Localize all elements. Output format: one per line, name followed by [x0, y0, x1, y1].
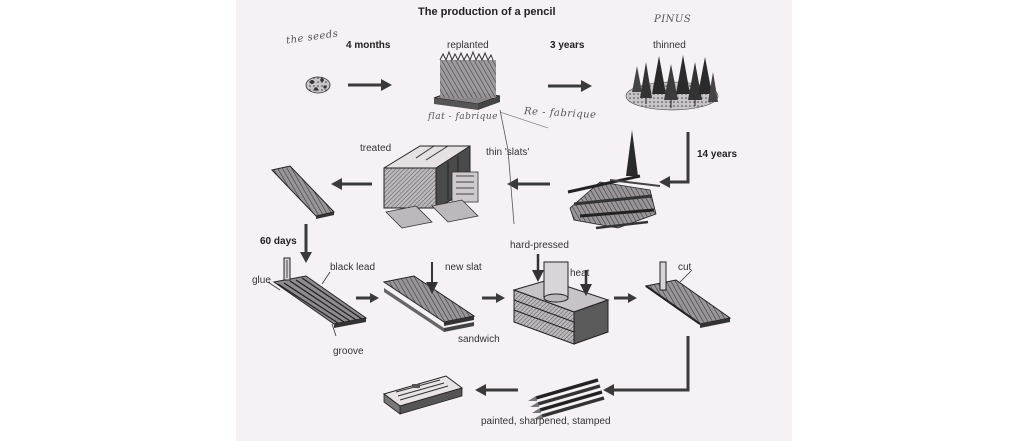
felled-logs-illustration	[567, 130, 661, 230]
sandwich-slats-illustration	[382, 262, 476, 332]
arrow-pencils-to-box	[475, 384, 518, 396]
annotation-line	[499, 109, 549, 225]
arrow-slat-drying	[300, 224, 312, 263]
slat-illustration	[271, 165, 335, 219]
stage-label-replanted: replanted	[447, 40, 489, 51]
stage-label-treated: treated	[360, 143, 392, 154]
arrow-cut-to-finished	[603, 336, 690, 396]
stage-label-hard-pressed: hard-pressed	[510, 240, 569, 251]
arrow-press-to-cut	[614, 293, 637, 303]
stage-label-heat: heat	[570, 268, 590, 279]
duration-label-4-months: 4 months	[346, 40, 391, 51]
duration-label-14-years: 14 years	[697, 149, 738, 160]
diagram-title: The production of a pencil	[418, 6, 556, 18]
treatment-tank-illustration	[383, 145, 479, 229]
seeds-illustration	[305, 76, 331, 94]
stage-label-thin-slats: thin 'slats'	[486, 147, 530, 158]
arrow-logs-to-treatment	[507, 178, 550, 190]
stage-label-final: painted, sharpened, stamped	[481, 416, 611, 427]
stage-label-sandwich: sandwich	[458, 334, 500, 345]
duration-label-3-years: 3 years	[550, 40, 585, 51]
handwritten-flat-fabrique-note: flat - fabrique	[428, 112, 498, 122]
stage-label-groove: groove	[333, 346, 364, 357]
handwritten-pinus-note: PINUS	[654, 14, 692, 25]
arrow-groove-to-sandwich	[356, 293, 379, 303]
arrow-thinned-to-felled	[659, 132, 690, 188]
thinned-forest-illustration	[625, 55, 719, 111]
stage-label-cut: cut	[678, 262, 692, 273]
grooved-slat-illustration	[267, 257, 368, 337]
arrow-treated-to-slat	[331, 178, 372, 190]
arrow-seeds-to-replanted	[348, 79, 392, 91]
press-illustration	[512, 254, 610, 345]
pencil-box-illustration	[382, 375, 464, 415]
stage-label-thinned: thinned	[653, 40, 686, 51]
pencils-illustration	[528, 378, 605, 419]
duration-label-60-days: 60 days	[260, 236, 297, 247]
stage-label-glue: glue	[252, 275, 271, 286]
arrow-sandwich-to-press	[482, 293, 505, 303]
stage-label-new-slat: new slat	[445, 262, 482, 273]
replanted-tray-illustration	[433, 50, 501, 110]
stage-label-black-lead: black lead	[330, 262, 376, 273]
cut-board-illustration	[644, 261, 732, 328]
arrow-replanted-to-thinned	[548, 80, 592, 92]
